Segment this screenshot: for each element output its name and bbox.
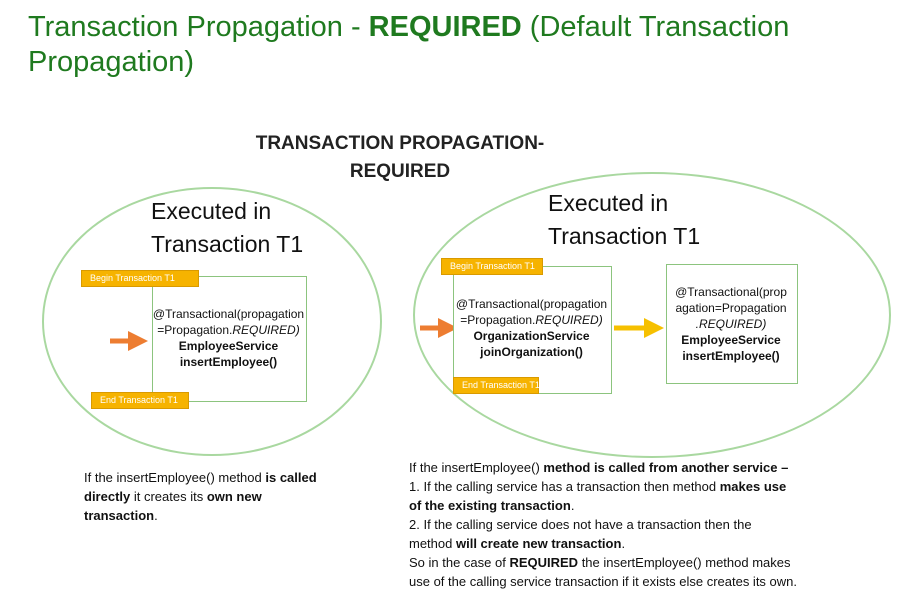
right-caller-code: @Transactional(propagation =Propagation.… — [455, 297, 608, 359]
page-title: Transaction Propagation - REQUIRED (Defa… — [28, 10, 908, 80]
left-end-tag: End Transaction T1 — [91, 392, 189, 409]
right-caller-box — [453, 266, 612, 394]
left-ellipse — [42, 187, 382, 456]
right-callee-code: @Transactional(prop agation=Propagation … — [675, 285, 787, 363]
left-service-code: @Transactional(propagation =Propagation.… — [152, 307, 305, 369]
diagram-heading-line1: TRANSACTION PROPAGATION- — [255, 133, 545, 154]
title-prefix: Transaction Propagation - — [28, 11, 369, 43]
left-explanation: If the insertEmployee() method is called… — [84, 470, 317, 523]
right-executed-label: Executed in Transaction T1 — [548, 190, 701, 249]
right-end-tag: End Transaction T1 — [453, 377, 540, 394]
title-suffix: (Default Transaction Propagation) — [28, 11, 790, 78]
left-service-box — [152, 276, 307, 402]
title-bold: REQUIRED — [368, 11, 522, 43]
diagram-heading: TRANSACTION PROPAGATION- REQUIRED — [200, 130, 600, 186]
right-ellipse — [413, 172, 891, 458]
diagram-heading-line2: REQUIRED — [349, 161, 451, 182]
left-begin-tag: Begin Transaction T1 — [81, 270, 199, 287]
left-executed-label: Executed in Transaction T1 — [151, 198, 304, 257]
right-explanation: If the insertEmployee() method is called… — [409, 460, 798, 589]
right-begin-tag: Begin Transaction T1 — [441, 258, 543, 275]
right-callee-box — [666, 264, 798, 384]
